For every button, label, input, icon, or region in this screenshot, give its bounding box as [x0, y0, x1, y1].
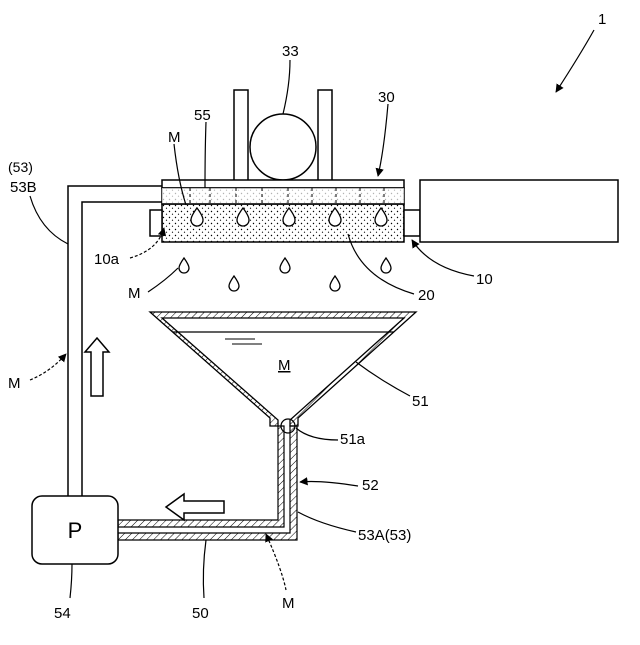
- member-30-plate: [162, 180, 404, 188]
- label-m-top: M: [168, 129, 181, 146]
- label-33: 33: [282, 43, 299, 60]
- flow-up-arrow-icon: [85, 338, 109, 396]
- motor-roller: [250, 114, 316, 180]
- member-30: [162, 180, 404, 188]
- label-10a: 10a: [94, 251, 120, 268]
- label-55: 55: [194, 107, 211, 124]
- right-support-post: [318, 90, 332, 182]
- falling-drops: [179, 258, 391, 291]
- label-51: 51: [412, 393, 429, 410]
- block-10: [420, 180, 618, 242]
- inlet-cap-10a: [150, 210, 162, 236]
- label-52: 52: [362, 477, 379, 494]
- pipe-52-53a: [118, 426, 297, 540]
- label-53b: 53B: [10, 179, 37, 196]
- label-50: 50: [192, 605, 209, 622]
- label-51a: 51a: [340, 431, 366, 448]
- sponge-20: [162, 204, 404, 242]
- label-20: 20: [418, 287, 435, 304]
- label-m-falling: M: [128, 285, 141, 302]
- label-1: 1: [598, 11, 606, 28]
- label-m-bottom: M: [282, 595, 295, 612]
- label-54: 54: [54, 605, 71, 622]
- pipe-53b: [68, 186, 162, 498]
- left-support-post: [234, 90, 248, 182]
- label-funnel-liquid: M: [278, 357, 291, 374]
- pump-symbol: P: [68, 518, 83, 543]
- label-m-left: M: [8, 375, 21, 392]
- label-10: 10: [476, 271, 493, 288]
- falling-drop: [179, 258, 189, 273]
- falling-drop: [330, 276, 340, 291]
- motor-assembly: [234, 90, 332, 182]
- label-53-group: (53): [8, 159, 33, 175]
- label-30: 30: [378, 89, 395, 106]
- falling-drop: [280, 258, 290, 273]
- flow-left-arrow-icon: [166, 494, 224, 520]
- falling-drop: [229, 276, 239, 291]
- falling-drop: [381, 258, 391, 273]
- manifold-55: [162, 188, 404, 204]
- outlet-cap: [404, 210, 420, 236]
- label-53a: 53A(53): [358, 527, 411, 544]
